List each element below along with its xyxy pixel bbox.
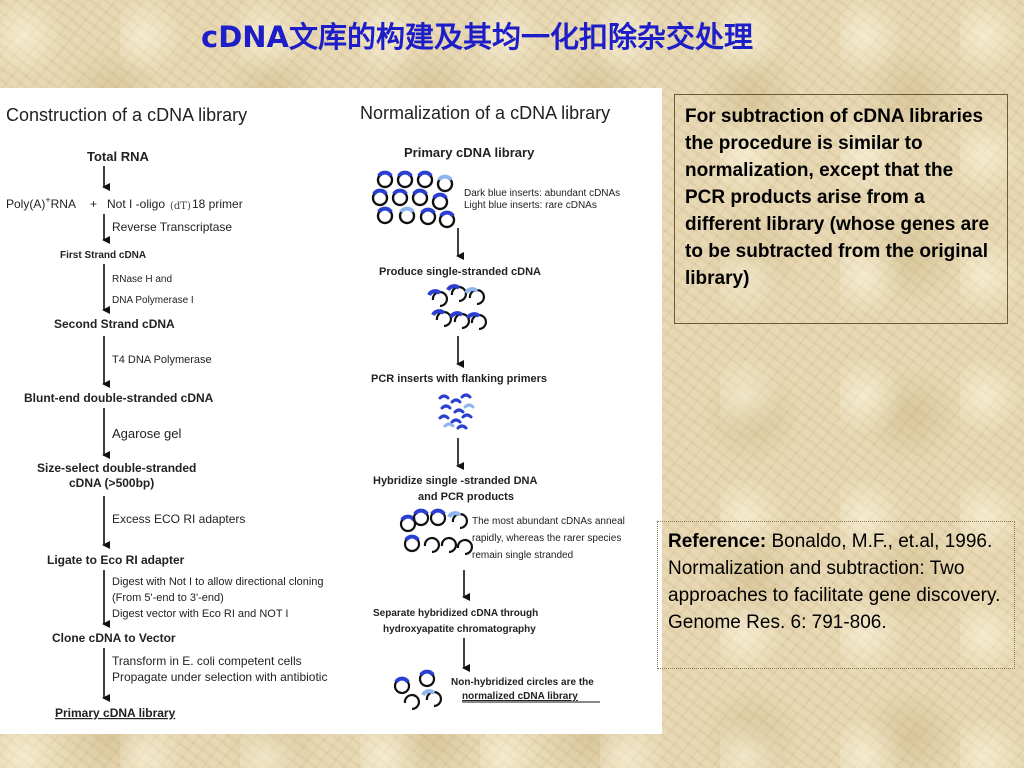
label-t4-polymerase: T4 DNA Polymerase — [112, 354, 212, 366]
normalized-circles — [393, 669, 443, 711]
slide-title: cDNA文库的构建及其均一化扣除杂交处理 — [201, 20, 753, 54]
right-arrows — [456, 228, 470, 672]
label-digest-3: Digest vector with Eco RI and NOT I — [112, 608, 288, 620]
step-nonhybridized-1: Non-hybridized circles are the — [451, 677, 594, 688]
cdna-flow-diagram: Construction of a cDNA library Total RNA… — [6, 103, 625, 720]
step-clone: Clone cDNA to Vector — [52, 631, 176, 645]
plus-sign: + — [90, 197, 97, 211]
step-size-select-1: Size-select double-stranded — [37, 461, 196, 475]
reference-label: Reference: — [668, 531, 767, 552]
step-separate-1: Separate hybridized cDNA through — [373, 608, 538, 619]
step-ligate: Ligate to Eco RI adapter — [47, 553, 185, 567]
label-digest-2: (From 5'-end to 3'-end) — [112, 592, 224, 604]
step-blunt-end: Blunt-end double-stranded cDNA — [24, 391, 214, 405]
step-hybridize-1: Hybridize single -stranded DNA — [373, 475, 537, 487]
step-primary-library-right: Primary cDNA library — [404, 145, 535, 160]
single-stranded-circles — [427, 284, 488, 331]
primer-name: Not I -oligo — [107, 197, 165, 211]
primary-library-circles — [371, 170, 456, 229]
label-digest-1: Digest with Not I to allow directional c… — [112, 576, 324, 588]
label-anneal-1: The most abundant cDNAs anneal — [472, 516, 625, 527]
reference-box: Reference: Bonaldo, M.F., et.al, 1996. N… — [657, 521, 1015, 669]
primer-suffix: 18 primer — [192, 197, 243, 211]
label-excess-adapters: Excess ECO RI adapters — [112, 512, 245, 526]
step-pcr-inserts: PCR inserts with flanking primers — [371, 373, 547, 385]
primer-dt: (dT) — [170, 201, 191, 212]
label-anneal-3: remain single stranded — [472, 550, 573, 561]
step-nonhybridized-2: normalized cDNA library — [462, 691, 578, 702]
step-produce-ss: Produce single-stranded cDNA — [379, 266, 541, 278]
step-total-rna: Total RNA — [87, 149, 149, 164]
label-rnase-h: RNase H and — [112, 274, 172, 285]
legend-dark-blue: Dark blue inserts: abundant cDNAs — [464, 188, 620, 199]
normalization-heading: Normalization of a cDNA library — [360, 103, 610, 123]
step-polya-rna: Poly(A)+RNA — [6, 195, 76, 211]
step-first-strand: First Strand cDNA — [60, 250, 146, 261]
hybridized-circles — [399, 508, 474, 556]
label-anneal-2: rapidly, whereas the rarer species — [472, 533, 621, 544]
label-agarose-gel: Agarose gel — [112, 426, 181, 441]
label-propagate: Propagate under selection with antibioti… — [112, 670, 327, 684]
step-second-strand: Second Strand cDNA — [54, 317, 175, 331]
pcr-products — [438, 393, 475, 430]
subtraction-note: For subtraction of cDNA libraries the pr… — [674, 94, 1008, 324]
legend-light-blue: Light blue inserts: rare cDNAs — [464, 200, 597, 211]
construction-heading: Construction of a cDNA library — [6, 105, 247, 125]
step-size-select-2: cDNA (>500bp) — [69, 476, 154, 490]
label-reverse-transcriptase: Reverse Transcriptase — [112, 220, 232, 234]
step-primary-library: Primary cDNA library — [55, 706, 176, 720]
step-separate-2: hydroxyapatite chromatography — [383, 624, 536, 635]
label-transform: Transform in E. coli competent cells — [112, 654, 302, 668]
step-hybridize-2: and PCR products — [418, 491, 514, 503]
diagram-panel: Construction of a cDNA library Total RNA… — [0, 88, 662, 734]
label-dna-polymerase: DNA Polymerase I — [112, 295, 194, 306]
reference-text: Bonaldo, M.F., et.al, 1996. Normalizatio… — [668, 531, 1001, 633]
